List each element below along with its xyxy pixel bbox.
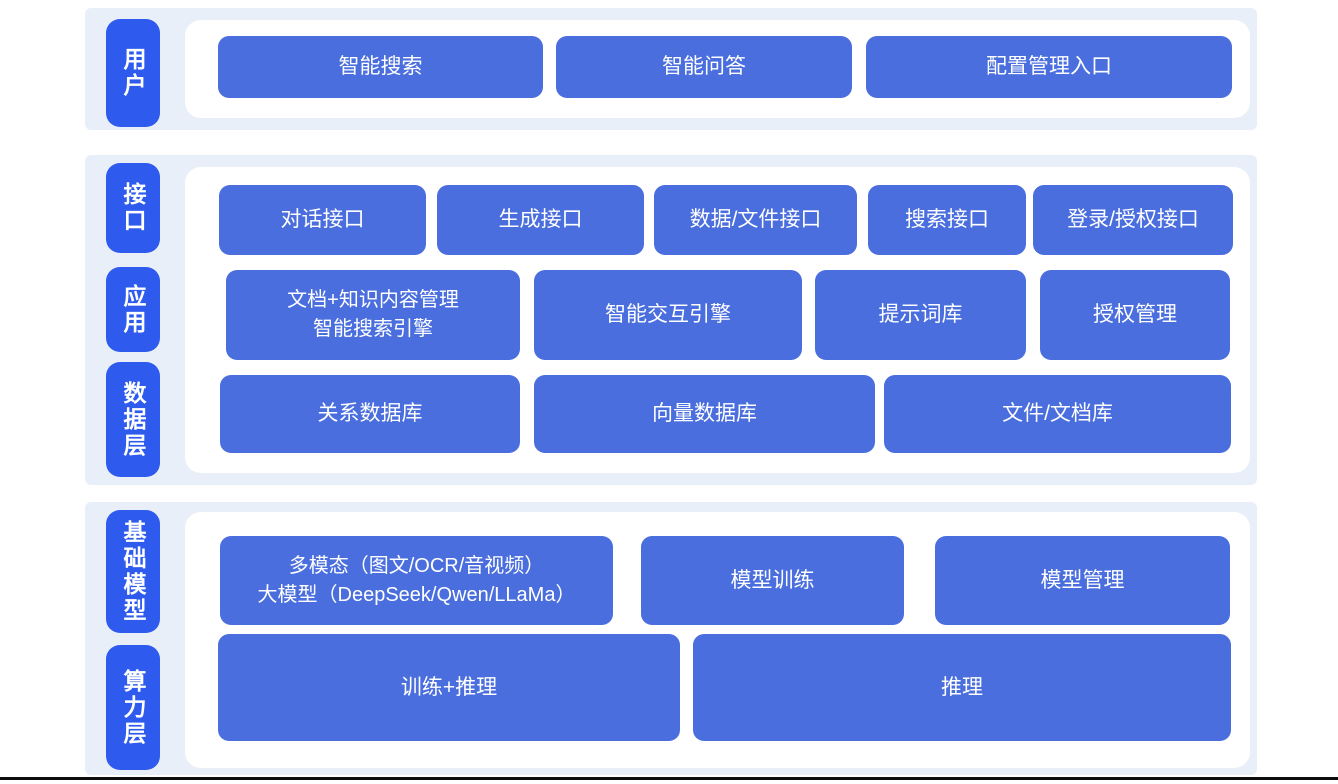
generation-api-block: 生成接口	[437, 185, 644, 255]
dialog-api-block: 对话接口	[219, 185, 426, 255]
application-layer-label: 应用	[106, 267, 160, 352]
config-management-entry-block: 配置管理入口	[866, 36, 1232, 98]
diagram-bottom-rule	[0, 777, 1338, 780]
foundation-layers-panel: 多模态（图文/OCR/音视频） 大模型（DeepSeek/Qwen/LLaMa）…	[185, 512, 1250, 768]
data-row: 关系数据库 向量数据库 文件/文档库	[220, 375, 1231, 453]
foundation-model-layer-label: 基础模型	[106, 510, 160, 633]
user-layer-label: 用户	[106, 19, 160, 127]
foundation-layers-band: 基础模型 算力层 多模态（图文/OCR/音视频） 大模型（DeepSeek/Qw…	[85, 502, 1257, 775]
relational-database-block: 关系数据库	[220, 375, 520, 453]
doc-knowledge-search-engine-block: 文档+知识内容管理 智能搜索引擎	[226, 270, 520, 360]
search-api-block: 搜索接口	[868, 185, 1026, 255]
user-layer-panel: 智能搜索 智能问答 配置管理入口	[185, 20, 1250, 118]
data-layer-label: 数据层	[106, 362, 160, 477]
user-button-row: 智能搜索 智能问答 配置管理入口	[218, 36, 1232, 98]
user-layer-band: 用户 智能搜索 智能问答 配置管理入口	[85, 8, 1257, 130]
authorization-management-block: 授权管理	[1040, 270, 1230, 360]
smart-qa-block: 智能问答	[556, 36, 852, 98]
vector-database-block: 向量数据库	[534, 375, 875, 453]
model-row: 多模态（图文/OCR/音视频） 大模型（DeepSeek/Qwen/LLaMa）…	[220, 536, 1230, 625]
model-training-block: 模型训练	[641, 536, 904, 625]
smart-search-block: 智能搜索	[218, 36, 543, 98]
interface-layer-label: 接口	[106, 163, 160, 253]
compute-layer-label: 算力层	[106, 645, 160, 770]
multimodal-llm-block: 多模态（图文/OCR/音视频） 大模型（DeepSeek/Qwen/LLaMa）	[220, 536, 613, 625]
training-inference-block: 训练+推理	[218, 634, 680, 741]
login-auth-api-block: 登录/授权接口	[1033, 185, 1233, 255]
smart-interaction-engine-block: 智能交互引擎	[534, 270, 802, 360]
application-row: 文档+知识内容管理 智能搜索引擎 智能交互引擎 提示词库 授权管理	[226, 270, 1230, 360]
model-management-block: 模型管理	[935, 536, 1230, 625]
file-document-store-block: 文件/文档库	[884, 375, 1231, 453]
compute-row: 训练+推理 推理	[218, 634, 1231, 741]
prompt-library-block: 提示词库	[815, 270, 1026, 360]
middle-layers-panel: 对话接口 生成接口 数据/文件接口 搜索接口 登录/授权接口 文档+知识内容管理…	[185, 167, 1250, 473]
middle-layers-band: 接口 应用 数据层 对话接口 生成接口 数据/文件接口 搜索接口 登录/授权接口…	[85, 155, 1257, 485]
data-file-api-block: 数据/文件接口	[654, 185, 857, 255]
inference-block: 推理	[693, 634, 1231, 741]
interface-row: 对话接口 生成接口 数据/文件接口 搜索接口 登录/授权接口	[219, 185, 1233, 255]
